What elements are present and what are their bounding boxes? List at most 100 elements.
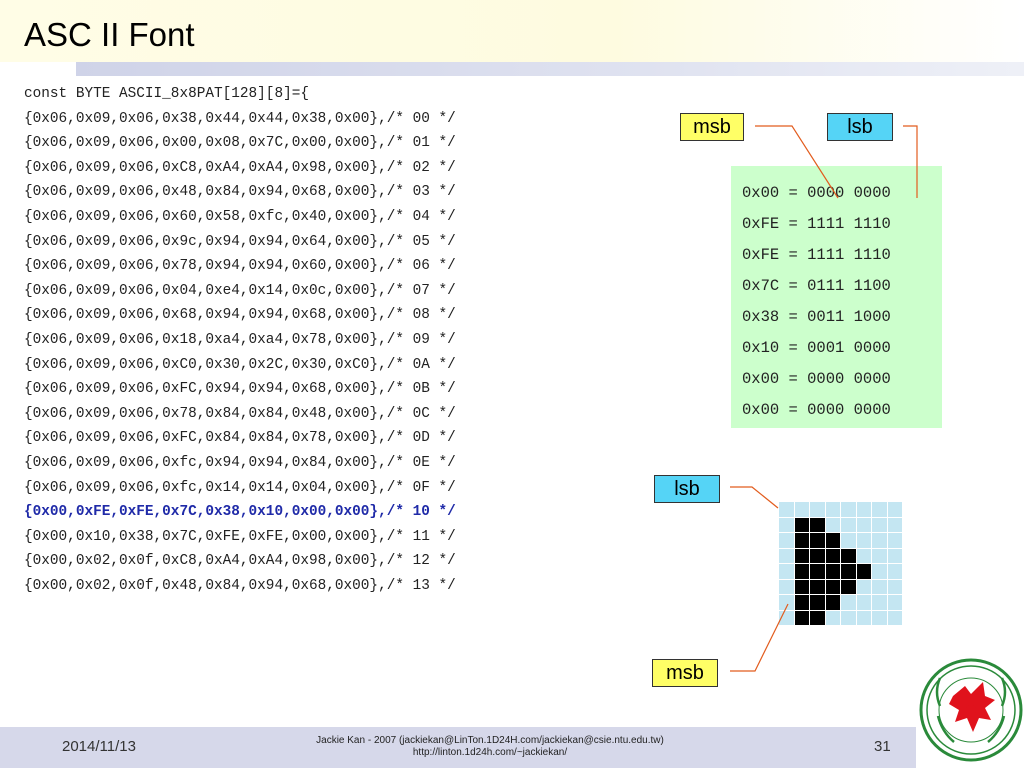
connector-lsb-top xyxy=(903,125,918,198)
pixel-on xyxy=(794,564,809,579)
pixel-on xyxy=(825,595,840,610)
binary-row: 0xFE = 1111 1110 xyxy=(742,215,891,233)
pixel-off xyxy=(872,517,887,532)
footer-date: 2014/11/13 xyxy=(62,738,136,755)
binary-row: 0x10 = 0001 0000 xyxy=(742,339,891,357)
code-line-highlighted: {0x00,0xFE,0xFE,0x7C,0x38,0x10,0x00,0x00… xyxy=(24,504,456,521)
pixel-on xyxy=(794,595,809,610)
pixel-off xyxy=(887,610,902,625)
pixel-off xyxy=(856,548,871,563)
title-bar xyxy=(0,0,1024,62)
pixel-on xyxy=(810,517,825,532)
pixel-on xyxy=(810,595,825,610)
pixel-off xyxy=(841,595,856,610)
pixel-off xyxy=(825,517,840,532)
pixel-off xyxy=(856,502,871,517)
binary-row: 0x00 = 0000 0000 xyxy=(742,184,891,202)
code-line: {0x06,0x09,0x06,0xfc,0x14,0x14,0x04,0x00… xyxy=(24,479,456,496)
page-number: 31 xyxy=(874,738,891,755)
pixel-on xyxy=(825,564,840,579)
pixel-off xyxy=(841,502,856,517)
pixel-on xyxy=(825,579,840,594)
pixel-off xyxy=(779,548,794,563)
msb-label-top: msb xyxy=(680,113,744,141)
pixel-off xyxy=(872,533,887,548)
code-line: {0x06,0x09,0x06,0xFC,0x94,0x94,0x68,0x00… xyxy=(24,381,456,398)
pixel-off xyxy=(872,595,887,610)
code-line: {0x06,0x09,0x06,0x68,0x94,0x94,0x68,0x00… xyxy=(24,307,456,324)
pixel-on xyxy=(810,579,825,594)
pixel-off xyxy=(856,533,871,548)
code-line: {0x06,0x09,0x06,0x78,0x94,0x94,0x60,0x00… xyxy=(24,258,456,275)
pixel-on xyxy=(794,548,809,563)
code-line: {0x06,0x09,0x06,0x9c,0x94,0x94,0x64,0x00… xyxy=(24,233,456,250)
slide-title: ASC II Font xyxy=(24,16,195,53)
binary-row: 0x00 = 0000 0000 xyxy=(742,370,891,388)
code-line: {0x06,0x09,0x06,0x38,0x44,0x44,0x38,0x00… xyxy=(24,110,456,127)
code-line: {0x00,0x02,0x0f,0x48,0x84,0x94,0x68,0x00… xyxy=(24,577,456,594)
pixel-off xyxy=(872,502,887,517)
title-stripe xyxy=(76,62,1024,76)
lsb-label-top: lsb xyxy=(827,113,893,141)
msb-label-bottom: msb xyxy=(652,659,718,687)
pixel-on xyxy=(841,548,856,563)
code-line: {0x06,0x09,0x06,0xC8,0xA4,0xA4,0x98,0x00… xyxy=(24,159,456,176)
connector-msb-bottom xyxy=(730,603,789,672)
pixel-off xyxy=(872,564,887,579)
pixel-on xyxy=(810,533,825,548)
pixel-off xyxy=(887,595,902,610)
pixel-off xyxy=(779,533,794,548)
crest-logo-icon xyxy=(919,658,1023,762)
pixel-off xyxy=(779,564,794,579)
footer-credit-line2: http://linton.1d24h.com/~jackiekan/ xyxy=(412,747,568,758)
binary-row: 0xFE = 1111 1110 xyxy=(742,246,891,264)
code-line: {0x06,0x09,0x06,0x18,0xa4,0xa4,0x78,0x00… xyxy=(24,331,456,348)
pixel-off xyxy=(810,502,825,517)
code-line: const BYTE ASCII_8x8PAT[128][8]={ xyxy=(24,86,309,102)
pixel-on xyxy=(794,579,809,594)
pixel-off xyxy=(887,502,902,517)
pixel-off xyxy=(856,610,871,625)
pixel-off xyxy=(841,517,856,532)
code-line: {0x06,0x09,0x06,0x48,0x84,0x94,0x68,0x00… xyxy=(24,184,456,201)
pixel-on xyxy=(825,533,840,548)
binary-row: 0x00 = 0000 0000 xyxy=(742,401,891,419)
connector-msb-top xyxy=(755,125,839,199)
pixel-off xyxy=(841,610,856,625)
bitmap-grid xyxy=(778,501,903,626)
code-line: {0x06,0x09,0x06,0xC0,0x30,0x2C,0x30,0xC0… xyxy=(24,356,456,373)
pixel-off xyxy=(872,548,887,563)
pixel-off xyxy=(887,533,902,548)
pixel-on xyxy=(794,533,809,548)
pixel-off xyxy=(856,517,871,532)
pixel-off xyxy=(887,564,902,579)
code-line: {0x06,0x09,0x06,0x78,0x84,0x84,0x48,0x00… xyxy=(24,405,456,422)
code-line: {0x00,0x02,0x0f,0xC8,0xA4,0xA4,0x98,0x00… xyxy=(24,553,456,570)
code-line: {0x06,0x09,0x06,0xFC,0x84,0x84,0x78,0x00… xyxy=(24,430,456,447)
pixel-off xyxy=(856,579,871,594)
code-line: {0x06,0x09,0x06,0x60,0x58,0xfc,0x40,0x00… xyxy=(24,208,456,225)
pixel-off xyxy=(887,517,902,532)
pixel-on xyxy=(841,579,856,594)
pixel-off xyxy=(856,595,871,610)
pixel-off xyxy=(872,579,887,594)
connector-lsb-side xyxy=(730,486,779,509)
code-line: {0x00,0x10,0x38,0x7C,0xFE,0xFE,0x00,0x00… xyxy=(24,528,456,545)
pixel-off xyxy=(794,502,809,517)
pixel-on xyxy=(825,548,840,563)
pixel-on xyxy=(810,548,825,563)
pixel-off xyxy=(872,610,887,625)
pixel-on xyxy=(856,564,871,579)
binary-panel: 0x00 = 0000 0000 0xFE = 1111 1110 0xFE = 1… xyxy=(731,166,942,428)
pixel-off xyxy=(779,502,794,517)
footer-bar: 2014/11/13 Jackie Kan - 2007 (jackiekan@… xyxy=(0,727,916,768)
pixel-on xyxy=(794,610,809,625)
pixel-off xyxy=(779,517,794,532)
lsb-label-side: lsb xyxy=(654,475,720,503)
code-listing: const BYTE ASCII_8x8PAT[128][8]={ {0x06,0… xyxy=(24,82,456,598)
pixel-off xyxy=(825,610,840,625)
code-line: {0x06,0x09,0x06,0x04,0xe4,0x14,0x0c,0x00… xyxy=(24,282,456,299)
pixel-on xyxy=(841,564,856,579)
pixel-on xyxy=(810,610,825,625)
